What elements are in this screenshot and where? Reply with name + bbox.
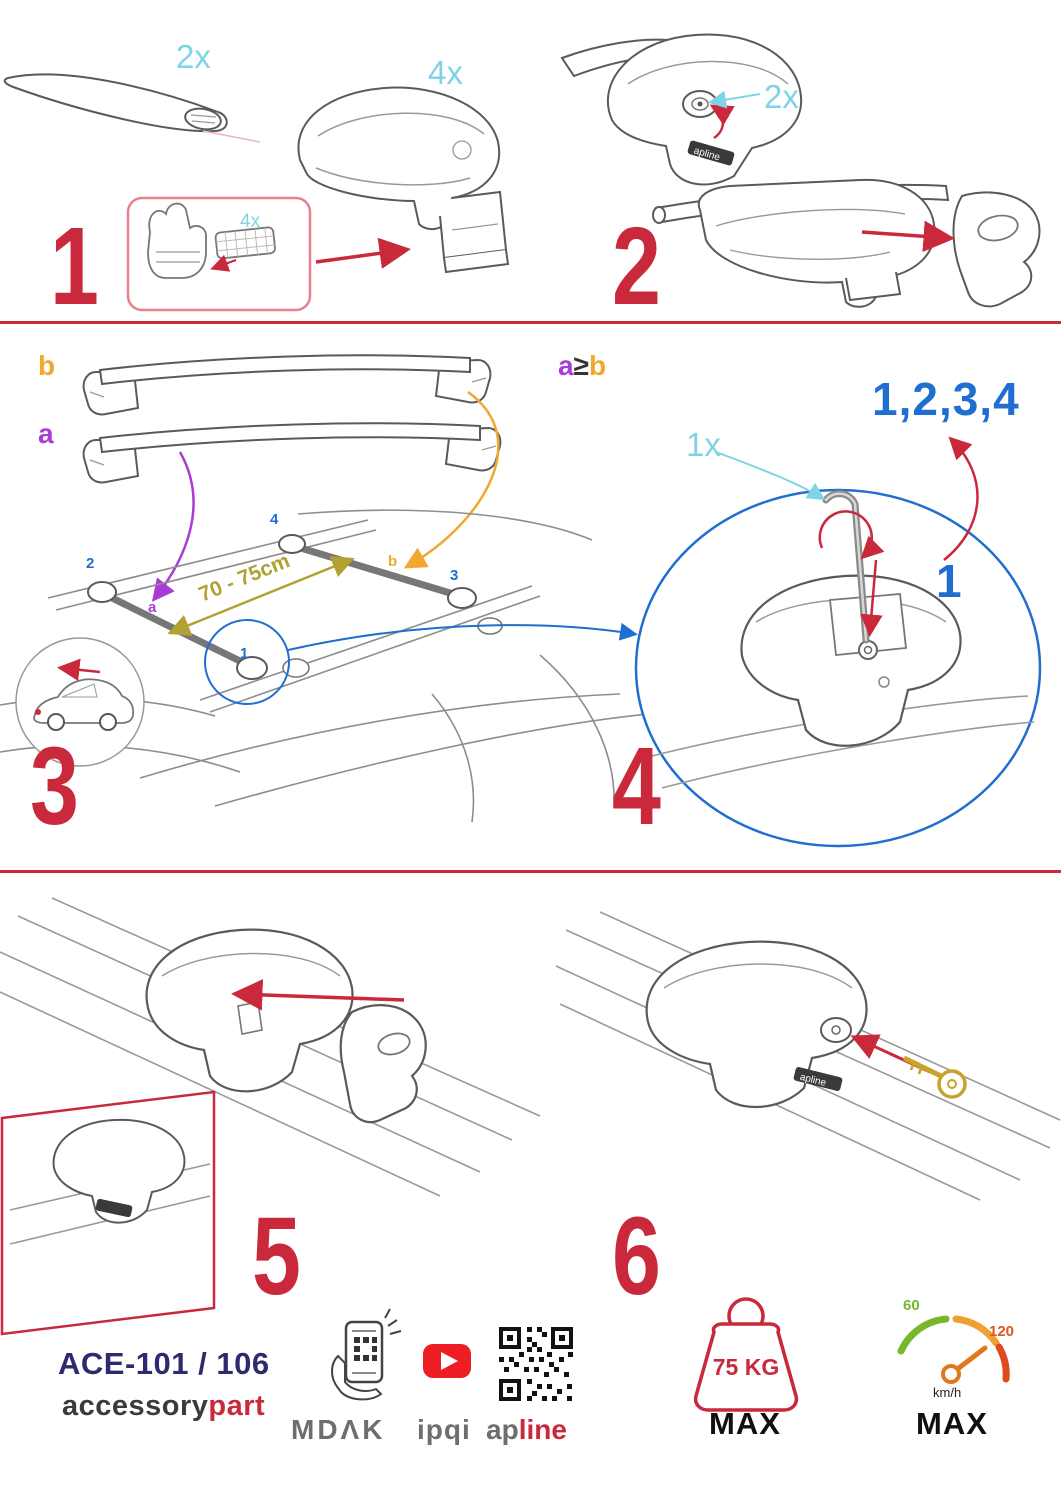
step3-bar-b-illustration <box>82 354 492 416</box>
step1-foot-quantity: 4x <box>428 54 463 91</box>
brand-ap: ap <box>486 1414 519 1445</box>
roof-position-1: 1 <box>240 645 249 662</box>
first-position-label: 1 <box>936 555 962 607</box>
speed-unit: km/h <box>933 1385 962 1400</box>
rule-operator: ≥ <box>573 350 589 381</box>
brand-part: part <box>208 1390 266 1422</box>
section-divider-1 <box>0 321 1061 324</box>
max-speed-label: MAX <box>916 1406 988 1441</box>
phone-qr-icon <box>331 1308 402 1401</box>
tool-qty-pointer <box>715 451 826 501</box>
arm-insert-arrow <box>231 979 405 1011</box>
brand-mdak: MDΛK <box>291 1414 386 1445</box>
brand-ipqi: ipqi <box>417 1414 471 1445</box>
step1-bar-quantity: 2x <box>176 38 211 75</box>
tighten-order-arrow <box>943 436 979 561</box>
step2-lock-quantity: 2x <box>764 78 799 115</box>
max-load-value: 75 KG <box>712 1354 780 1380</box>
length-rule: a≥b <box>558 352 606 380</box>
tool-quantity: 1x <box>686 426 721 463</box>
roof-position-a: a <box>148 599 157 616</box>
distance-measure-arrow <box>167 556 355 636</box>
rule-b: b <box>588 350 607 381</box>
rule-a: a <box>558 350 574 381</box>
step1-foot-illustration <box>297 86 510 274</box>
speed-120-label: 120 <box>989 1323 1015 1340</box>
lock-turn-arrow <box>709 104 735 140</box>
key-to-bolt-arrow <box>860 559 883 637</box>
bar-b-position-arrow <box>403 390 500 569</box>
step1-bar-illustration <box>3 73 261 143</box>
bar-a-label: a <box>38 418 54 449</box>
car-direction-inset <box>15 637 145 767</box>
roof-position-4: 4 <box>270 511 279 528</box>
step6-number: 6 <box>612 1195 661 1318</box>
brand-accessory: accessory <box>62 1390 209 1422</box>
brand-accessorypart: accessorypart <box>62 1392 265 1421</box>
step5-number: 5 <box>252 1195 301 1318</box>
brand-line: line <box>518 1414 567 1445</box>
roof-position-3: 3 <box>450 567 459 584</box>
bar-a-position-arrow <box>151 451 195 602</box>
step6-illustration: apline <box>555 911 1061 1201</box>
bar-b-label: b <box>38 350 56 381</box>
step1-number: 1 <box>50 205 99 328</box>
step2-number: 2 <box>612 205 661 328</box>
lock-qty-pointer <box>708 90 761 109</box>
max-load-label: MAX <box>709 1406 781 1441</box>
car-front-arrow <box>57 658 101 682</box>
step4-detail-illustration <box>634 488 1042 848</box>
key-rotation-arrow <box>818 510 885 560</box>
tighten-order: 1,2,3,4 <box>872 373 1020 425</box>
step2-endcap-illustration <box>652 178 1041 308</box>
step1-pad-inset-illustration <box>126 196 411 312</box>
section-divider-2 <box>0 870 1061 873</box>
youtube-play-icon <box>441 1352 458 1370</box>
step3-number: 3 <box>30 725 79 848</box>
speed-60-label: 60 <box>903 1297 920 1314</box>
speedometer-icon <box>897 1315 1010 1384</box>
qr-code-icon <box>499 1327 573 1401</box>
step5-illustration <box>0 897 541 1336</box>
product-model: ACE-101 / 106 <box>58 1346 270 1381</box>
key-icon <box>902 1055 967 1099</box>
roof-position-2: 2 <box>86 555 95 572</box>
roof-position-b: b <box>388 553 398 570</box>
step3-bar-a-illustration <box>82 422 502 484</box>
step4-number: 4 <box>612 725 661 848</box>
detail-pointer-arrow <box>287 622 638 651</box>
brand-apline: apline <box>486 1416 567 1444</box>
inset-to-foot-arrow <box>315 237 411 269</box>
weight-limit-icon <box>693 1297 799 1412</box>
pad-to-clamp-arrow <box>210 254 237 272</box>
detail-highlight-circle <box>204 619 290 705</box>
youtube-icon <box>423 1344 471 1378</box>
step1-pad-quantity: 4x <box>240 211 261 232</box>
endcap-insert-arrow <box>861 220 955 253</box>
step2-foot-lock-illustration: apline <box>560 33 803 186</box>
